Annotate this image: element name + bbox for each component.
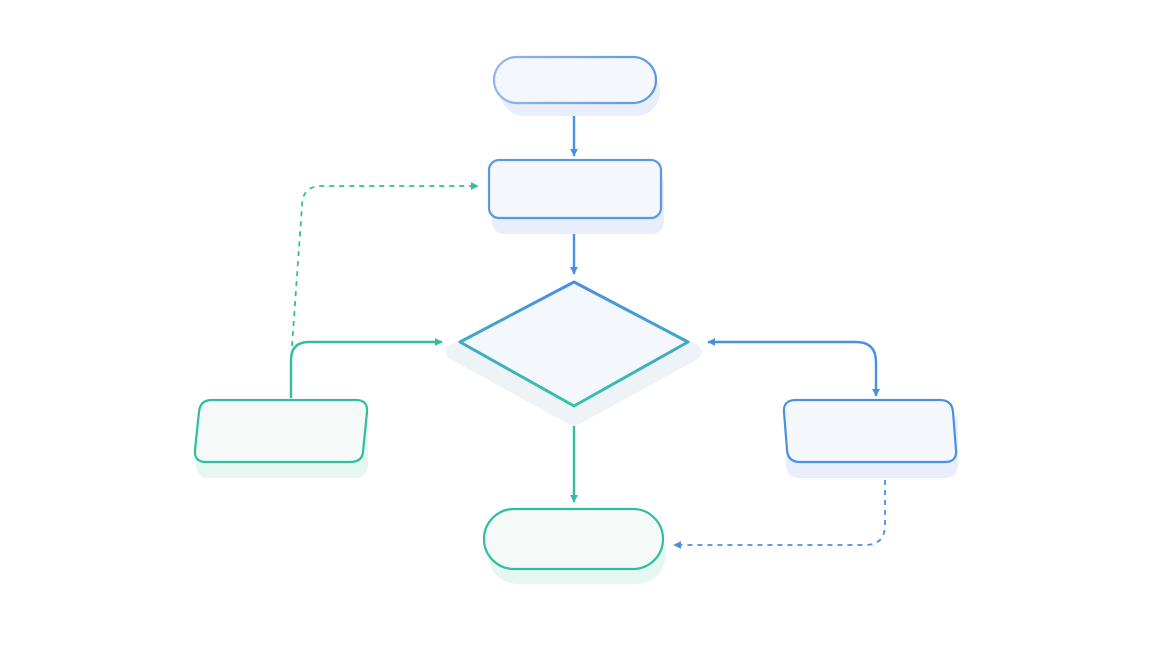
edge-decision-right-branch-bidirectional [707, 338, 880, 397]
edges [289, 108, 886, 549]
node-right-branch-shape [782, 398, 958, 464]
node-left-branch[interactable] [193, 398, 369, 478]
edge-left-branch-to-process-dashed [291, 182, 479, 347]
node-process-shape [487, 158, 663, 220]
node-end[interactable] [482, 507, 666, 584]
node-process[interactable] [487, 158, 664, 234]
nodes [193, 55, 958, 584]
node-decision[interactable] [446, 280, 702, 426]
edge-right-branch-to-end-dashed [673, 470, 886, 549]
node-right-branch[interactable] [782, 398, 958, 478]
node-decision-shape [458, 280, 690, 408]
node-left-branch-shape [193, 398, 369, 464]
node-start[interactable] [492, 55, 660, 116]
node-end-shape [482, 507, 665, 571]
node-start-shape [492, 55, 658, 105]
edge-left-branch-to-decision [289, 338, 443, 398]
